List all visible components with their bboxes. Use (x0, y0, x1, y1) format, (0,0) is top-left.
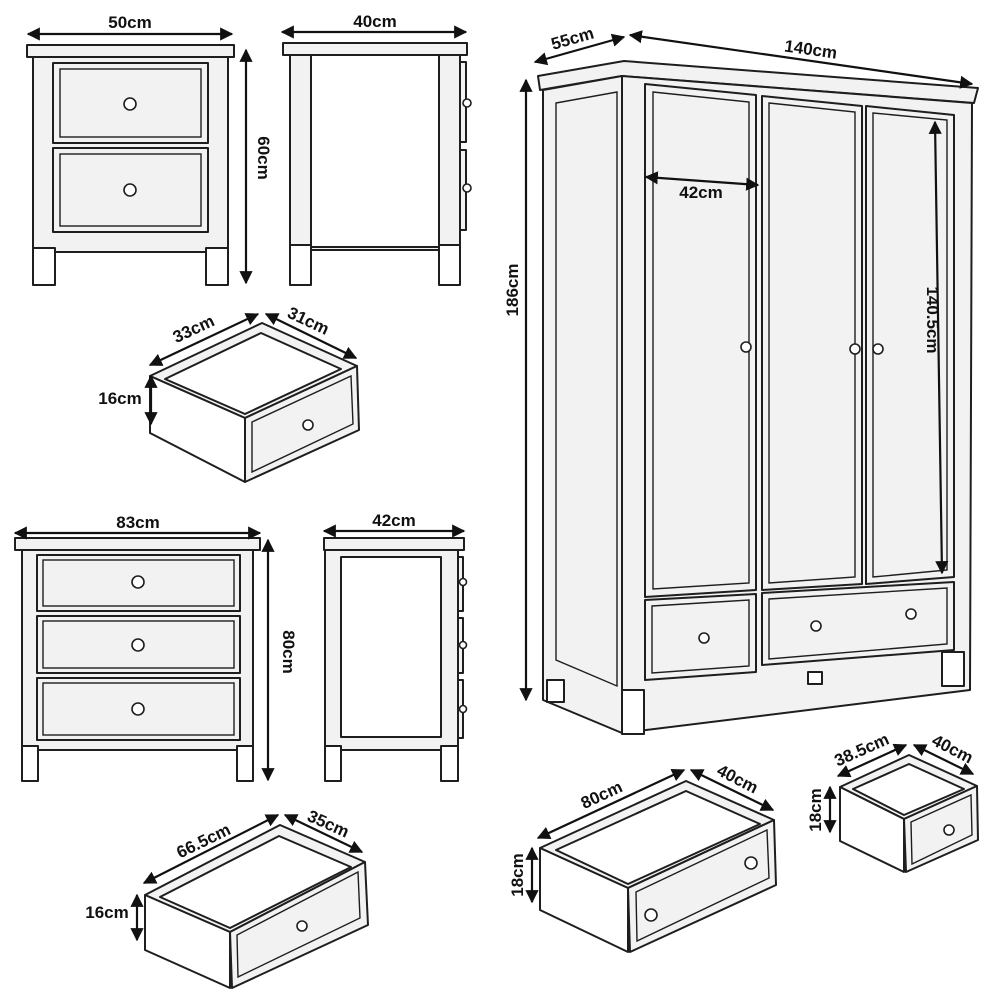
wardrobe-depth-label: 55cm (549, 24, 596, 54)
knob-icon (131, 575, 145, 589)
bedside-width-label: 50cm (108, 13, 151, 32)
wardrobe-door-height-label: 140.5cm (923, 286, 942, 353)
knob-icon (302, 419, 314, 431)
bedside-drawer-illustration (149, 322, 360, 483)
knob-icon (296, 920, 308, 932)
bedside-depth-dimension: 40cm (280, 12, 468, 39)
chest-depth-dimension: 42cm (322, 511, 466, 538)
chest-height-label: 80cm (279, 630, 298, 673)
knob-icon (740, 341, 752, 353)
bedside-table-side-view (282, 42, 472, 286)
chest-width-dimension: 83cm (13, 513, 262, 540)
knob-icon (872, 343, 884, 355)
bedside-height-dimension: 60cm (239, 48, 273, 285)
chest-drawer-height-label: 16cm (85, 903, 128, 922)
wardrobe-small-drawer-height-label: 18cm (806, 788, 825, 831)
knob-icon (943, 824, 955, 836)
chest-height-dimension: 80cm (261, 538, 298, 782)
knob-icon (644, 908, 658, 922)
bedside-width-dimension: 50cm (26, 13, 234, 41)
wardrobe-small-drawer-illustration (839, 754, 979, 873)
bedside-table-front-view (26, 44, 235, 286)
knob-icon (698, 632, 710, 644)
wardrobe-height-label: 186cm (503, 264, 522, 317)
wardrobe-depth-dimension: 55cm (533, 24, 626, 66)
wardrobe-door-width-label: 42cm (679, 183, 722, 202)
knob-icon (123, 183, 137, 197)
knob-icon (905, 608, 917, 620)
knob-icon (131, 702, 145, 716)
knob-icon (131, 638, 145, 652)
wardrobe-door-width-dimension: 42cm (644, 171, 760, 202)
knob-icon (123, 97, 137, 111)
wardrobe-large-drawer-illustration (539, 780, 777, 953)
wardrobe-door-height-dimension: 140.5cm (923, 120, 949, 575)
bedside-height-label: 60cm (254, 136, 273, 179)
chest-depth-label: 42cm (372, 511, 415, 530)
chest-front-view (14, 537, 261, 782)
knob-icon (810, 620, 822, 632)
wardrobe-small-drawer-depth-label: 40cm (929, 731, 976, 768)
bedside-drawer-width-label: 33cm (170, 311, 217, 347)
bedside-drawer-height-label: 16cm (98, 389, 141, 408)
knob-icon (849, 343, 861, 355)
wardrobe-height-dimension: 186cm (503, 78, 533, 702)
chest-width-label: 83cm (116, 513, 159, 532)
knob-icon (744, 856, 758, 870)
wardrobe-illustration (537, 60, 979, 735)
bedside-depth-label: 40cm (353, 12, 396, 31)
chest-side-view (323, 537, 468, 782)
wardrobe-large-drawer-height-label: 18cm (508, 853, 527, 896)
